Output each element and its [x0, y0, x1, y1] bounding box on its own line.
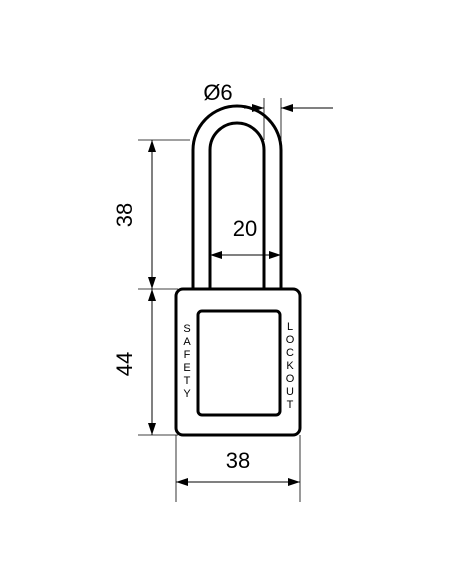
safety-letter-1: A	[183, 336, 191, 348]
dimension-body-height-label: 44	[112, 352, 137, 376]
safety-letter-5: Y	[183, 388, 191, 400]
dimension-shackle-height: 38	[112, 139, 190, 290]
safety-letter-0: S	[183, 323, 190, 335]
dimension-shackle-diameter-label: Ø6	[203, 80, 232, 105]
lockout-letter-3: K	[286, 360, 294, 372]
dimension-shackle-height-label: 38	[112, 203, 137, 227]
lockout-letter-6: T	[287, 399, 294, 411]
safety-letter-4: T	[184, 375, 191, 387]
dimension-shackle-width-label: 20	[233, 216, 257, 241]
dimension-shackle-width: 20	[210, 216, 281, 259]
lockout-letter-4: O	[286, 373, 295, 385]
dimension-body-height: 44	[112, 289, 178, 436]
safety-letter-3: E	[183, 362, 190, 374]
dimension-shackle-diameter: Ø6	[203, 80, 333, 140]
lockout-letter-5: U	[286, 386, 294, 398]
lockout-letter-1: O	[286, 334, 295, 346]
safety-label: S A F E T Y	[183, 323, 191, 400]
dimension-body-width-label: 38	[226, 448, 250, 473]
lockout-letter-2: C	[286, 347, 294, 359]
lock-body	[174, 287, 302, 437]
dimension-body-width: 38	[175, 435, 301, 502]
lockout-letter-0: L	[287, 321, 293, 333]
safety-letter-2: F	[184, 349, 191, 361]
shackle	[191, 104, 283, 290]
lockout-label: L O C K O U T	[286, 321, 295, 411]
